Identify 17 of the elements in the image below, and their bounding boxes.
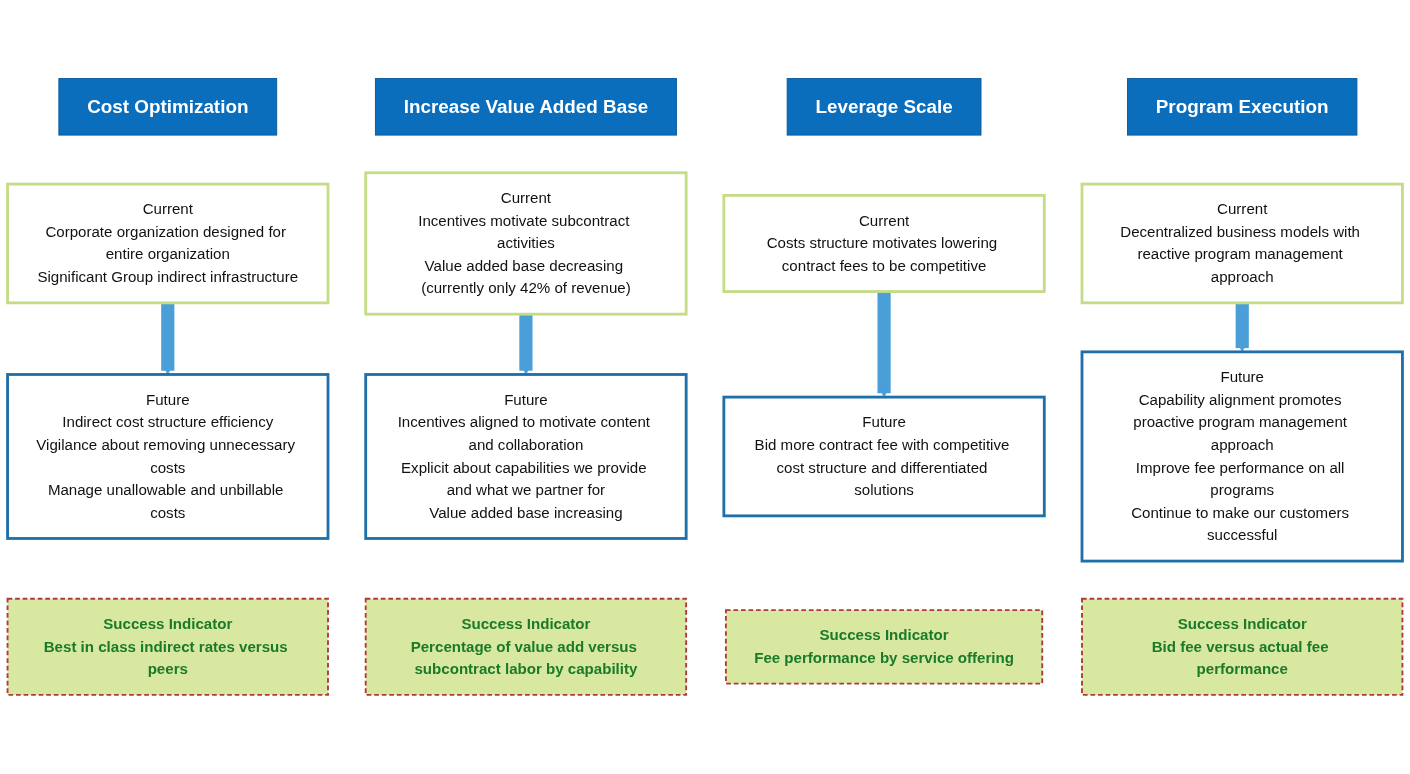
node-box: Future Indirect cost structure efficiency Vigilance about removing unnecessary costs Manage unallowable and unbillable costs <box>6 373 330 541</box>
node-box: Current Corporate organization designed for entire organization Significant Group indirect infrastructure <box>6 182 330 305</box>
node-box: Future Bid more contract fee with competitive cost structure and differentiated solutions <box>722 395 1046 518</box>
node-box: Success Indicator Fee performance by service offering <box>724 609 1044 685</box>
node-box: Increase Value Added Base <box>374 78 677 136</box>
node-box: Leverage Scale <box>786 78 982 136</box>
node-box: Future Incentives aligned to motivate content and collaboration Explicit about capabilities we provide and what we partner for Value added base increasing <box>364 373 688 541</box>
node-box: Current Costs structure motivates lowering contract fees to be competitive <box>722 194 1046 294</box>
node-box: Future Capability alignment promotes proactive program management approach Improve fee performance on all programs Continue to make our customers successful <box>1080 350 1404 563</box>
node-box: Current Decentralized business models with reactive program management approach <box>1080 182 1404 305</box>
node-box: Current Incentives motivate subcontract activities Value added base decreasing (currently only 42% of revenue) <box>364 171 688 316</box>
node-box: Success Indicator Best in class indirect rates versus peers <box>6 598 329 697</box>
node-box: Success Indicator Percentage of value add versus subcontract labor by capability <box>364 598 688 697</box>
node-box: Success Indicator Bid fee versus actual fee performance <box>1081 598 1404 697</box>
arrow <box>877 291 891 398</box>
node-box: Program Execution <box>1127 78 1358 136</box>
node-box: Cost Optimization <box>58 78 278 136</box>
